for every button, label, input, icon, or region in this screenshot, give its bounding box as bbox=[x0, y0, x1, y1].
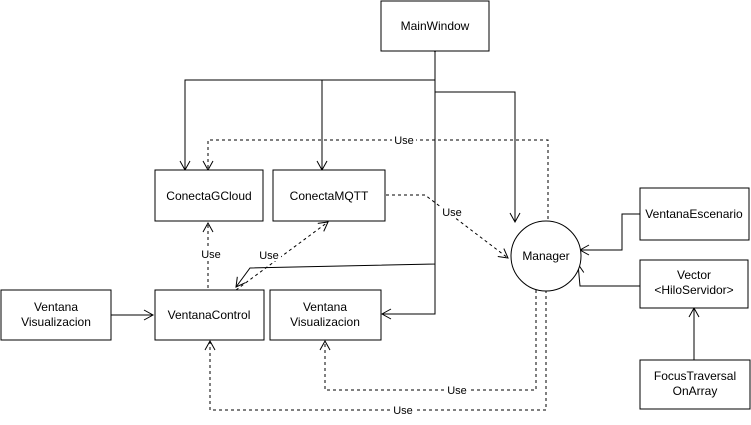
edge-manager-gcloud bbox=[202, 139, 549, 225]
nodes: MainWindow ConectaGCloud ConectaMQTT Ven… bbox=[0, 0, 751, 410]
svg-text:Use: Use bbox=[442, 207, 462, 219]
node-ventana-visualizacion-left[interactable]: Ventana Visualizacion bbox=[0, 289, 112, 341]
svg-text:Ventana: Ventana bbox=[34, 300, 78, 314]
node-ventana-visualizacion-mid[interactable]: Ventana Visualizacion bbox=[269, 289, 382, 341]
svg-text:OnArray: OnArray bbox=[673, 384, 718, 398]
node-main-window[interactable]: MainWindow bbox=[380, 0, 490, 52]
label-use-control-mqtt: Use bbox=[257, 249, 281, 262]
svg-text:Visualizacion: Visualizacion bbox=[290, 315, 360, 329]
edge-manager-control bbox=[204, 290, 547, 411]
node-conecta-gcloud[interactable]: ConectaGCloud bbox=[154, 169, 264, 222]
edge-escenario-manager bbox=[578, 209, 656, 256]
node-ventana-control[interactable]: VentanaControl bbox=[154, 289, 265, 341]
svg-text:Use: Use bbox=[259, 250, 279, 262]
node-manager[interactable]: Manager bbox=[510, 220, 582, 292]
svg-text:Use: Use bbox=[447, 385, 467, 397]
svg-text:VentanaEscenario: VentanaEscenario bbox=[645, 207, 743, 221]
svg-text:Use: Use bbox=[394, 135, 414, 147]
svg-text:Visualizacion: Visualizacion bbox=[21, 315, 91, 329]
label-use-manager-control: Use bbox=[391, 404, 415, 417]
node-focus-traversal-on-array[interactable]: FocusTraversal OnArray bbox=[639, 359, 751, 410]
edge-mainwindow-visualizacion bbox=[380, 264, 436, 320]
svg-text:ConectaGCloud: ConectaGCloud bbox=[166, 189, 251, 203]
svg-text:FocusTraversal: FocusTraversal bbox=[654, 369, 736, 383]
svg-text:Ventana: Ventana bbox=[303, 300, 347, 314]
svg-text:Use: Use bbox=[201, 249, 221, 261]
svg-text:ConectaMQTT: ConectaMQTT bbox=[290, 189, 369, 203]
svg-text:<HiloServidor>: <HiloServidor> bbox=[654, 283, 733, 297]
edge-labels: Use Use Use Use Use Use bbox=[199, 134, 469, 417]
svg-text:Vector: Vector bbox=[677, 268, 711, 282]
edge-mainwindow-mqtt bbox=[316, 79, 435, 172]
svg-text:MainWindow: MainWindow bbox=[401, 19, 470, 33]
svg-text:Use: Use bbox=[393, 405, 413, 417]
edge-mainwindow-manager bbox=[434, 80, 521, 224]
label-use-manager-gcloud: Use bbox=[392, 134, 416, 147]
node-conecta-mqtt[interactable]: ConectaMQTT bbox=[272, 169, 386, 222]
label-use-mqtt-manager: Use bbox=[440, 206, 464, 219]
edge-mainwindow-gcloud bbox=[179, 36, 440, 172]
edge-manager-visualizacion bbox=[319, 290, 537, 391]
edge-control-mqtt bbox=[235, 221, 329, 291]
label-use-control-gcloud: Use bbox=[199, 248, 223, 261]
edge-mainwindow-control bbox=[235, 80, 436, 288]
edges bbox=[95, 36, 700, 411]
svg-text:VentanaControl: VentanaControl bbox=[168, 308, 251, 322]
edge-mqtt-manager bbox=[386, 194, 509, 259]
edge-vector-manager bbox=[573, 262, 656, 291]
node-vector-hilo-servidor[interactable]: Vector <HiloServidor> bbox=[639, 259, 749, 309]
label-use-manager-visualizacion: Use bbox=[445, 384, 469, 397]
node-ventana-escenario[interactable]: VentanaEscenario bbox=[639, 187, 750, 241]
svg-text:Manager: Manager bbox=[522, 249, 569, 263]
